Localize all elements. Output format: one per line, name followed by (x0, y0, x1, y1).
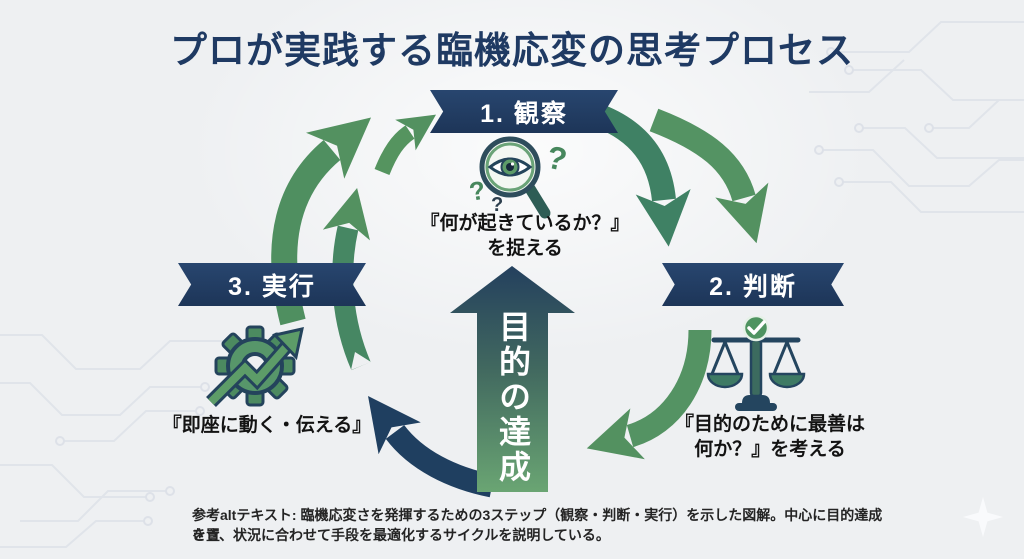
step-2-desc-line2: 何か？』を考える (694, 439, 846, 460)
step-1-desc-line1: 『何が起きているか？』 (420, 213, 630, 234)
step-3-desc-line1: 『即座に動く・伝える』 (162, 415, 372, 436)
circuit-pattern-bottom-left (0, 334, 230, 548)
step-1-description: 『何が起きているか？』 を捉える (392, 211, 658, 261)
svg-text:?: ? (544, 139, 571, 178)
circuit-pattern-top-right (809, 21, 1024, 213)
svg-text:?: ? (467, 175, 488, 207)
arrow-upper-right-green (649, 108, 769, 244)
center-goal-label: 目的の達成 (495, 309, 531, 485)
alt-text-caption-line2: きき、状況に合わせて手段を最適化するサイクルを説明している。 (192, 527, 610, 543)
gear-growth-arrow-icon (206, 325, 304, 407)
banner-step-3-execute: 3. 実行 (178, 263, 366, 306)
banner-step-1-observe: 1. 観察 (430, 90, 618, 133)
balance-scale-icon (706, 316, 806, 411)
arrow-bottom-right (586, 329, 712, 460)
step-2-description: 『目的のために最善は 何か？』を考える (650, 412, 890, 462)
step-3-description: 『即座に動く・伝える』 (155, 413, 379, 438)
arrow-upper-left-small (374, 114, 437, 176)
svg-text:?: ? (491, 194, 503, 216)
step-1-desc-line2: を捉える (487, 238, 563, 259)
step-2-desc-line1: 『目的のために最善は (674, 414, 865, 435)
magnifier-eye-icon: ? ? ? (467, 136, 571, 219)
banner-step-1-label: 1. 観察 (480, 99, 568, 128)
banner-step-3-label: 3. 実行 (228, 272, 316, 301)
page-title: プロが実践する臨機応変の思考プロセス (170, 30, 854, 71)
alt-text-caption-line1: 参考altテキスト: 臨機応変さを発揮するための3ステップ（観察・判断・実行）を… (192, 507, 883, 543)
center-goal-arrow (450, 266, 575, 492)
banner-step-2-judge: 2. 判断 (662, 263, 844, 306)
banner-step-2-label: 2. 判断 (709, 272, 797, 301)
